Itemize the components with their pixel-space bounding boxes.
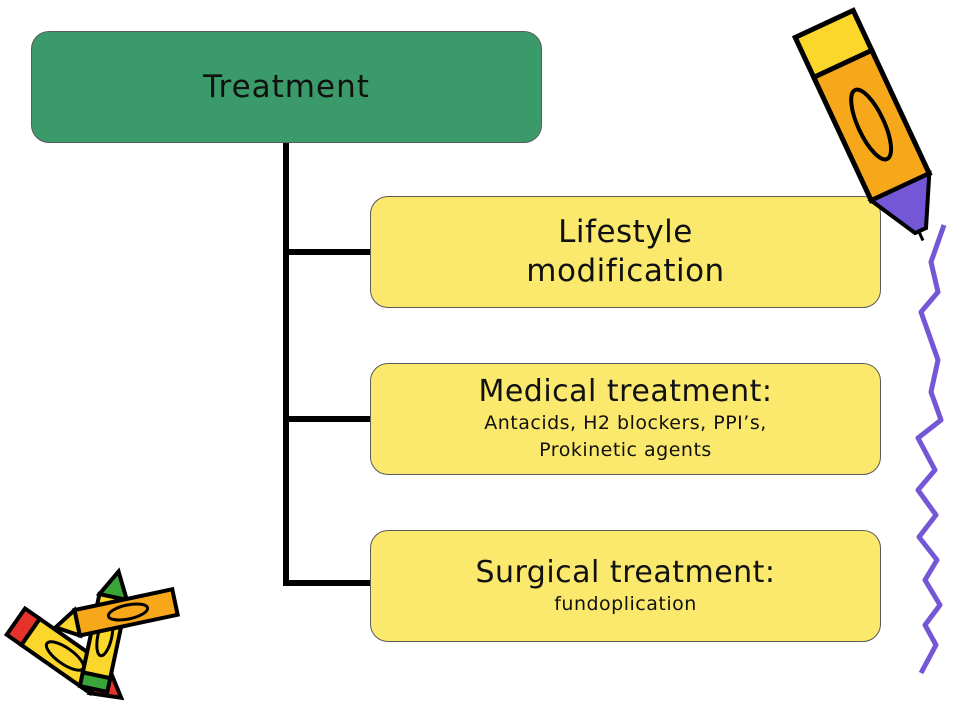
pencil-icon [791, 7, 933, 242]
pencil-icon [51, 586, 181, 639]
child-detail: Antacids, H2 blockers, PPI’s, Prokinetic… [484, 412, 767, 461]
child-title: Surgical treatment: [475, 554, 776, 590]
root-label: Treatment [203, 69, 370, 105]
child-node-medical: Medical treatment: Antacids, H2 blockers… [370, 363, 881, 475]
squiggle-border [915, 224, 947, 675]
child-title: Medical treatment: [478, 374, 773, 410]
child-detail: fundoplication [554, 592, 697, 615]
child-node-lifestyle: Lifestyle modification [370, 196, 881, 308]
child-title: Lifestyle modification [526, 214, 725, 289]
root-node-treatment: Treatment [31, 31, 542, 143]
child-node-surgical: Surgical treatment: fundoplication [370, 530, 881, 642]
